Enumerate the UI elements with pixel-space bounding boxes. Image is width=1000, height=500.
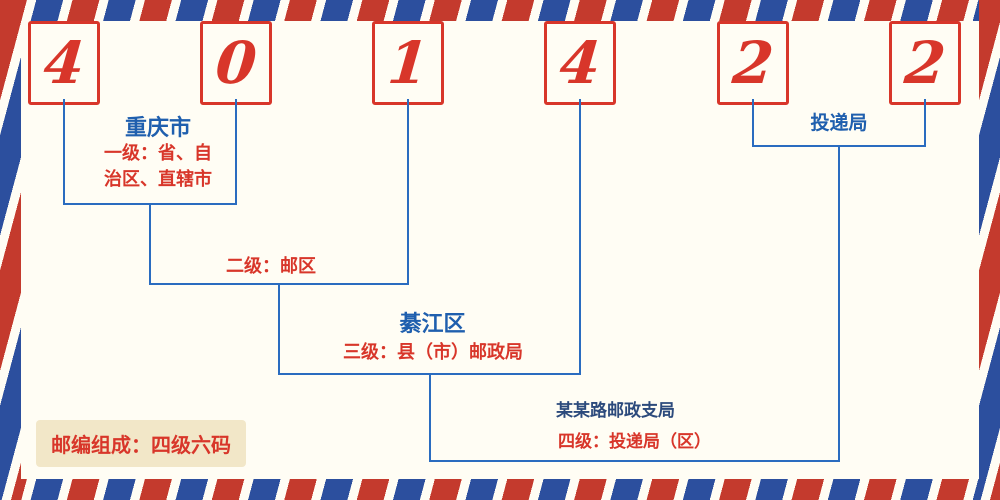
connector-line-level3-stem [429,375,431,462]
connector-line-level4 [429,460,840,462]
connector-line-digit4-down [579,99,581,375]
composition-note: 邮编组成：四级六码 [36,420,246,467]
postal-digit-box-1: 4 [28,21,100,105]
postal-digit-6: 2 [901,29,949,97]
level4-branch-label: 某某路邮政支局 [556,401,675,421]
postal-digit-box-6: 2 [889,21,961,105]
connector-line-digit2-down [235,99,237,205]
postal-digit-4: 4 [556,29,604,97]
level3-district-label: 綦江区 [399,312,466,337]
level4-desc: 四级：投递局（区） [558,432,711,452]
connector-line-digit6-down [924,99,926,147]
connector-line-digit1-down [63,99,65,205]
airmail-border-top [0,0,1000,21]
level1-desc: 一级：省、自 治区、直辖市 [68,141,248,193]
postal-digit-box-3: 1 [372,21,444,105]
level1-desc-line1: 一级：省、自 [104,143,212,164]
connector-line-level1-bottom [63,203,237,205]
postal-digit-box-4: 4 [544,21,616,105]
connector-line-level2 [149,283,409,285]
level4-office-label: 投递局 [810,112,868,134]
airmail-border-left [0,0,21,500]
connector-line-level4-stem [838,147,840,462]
postal-digit-3: 1 [384,29,432,97]
level1-desc-line2: 治区、直辖市 [104,169,212,190]
level2-desc: 二级：邮区 [226,256,316,277]
postal-digit-5: 2 [729,29,777,97]
connector-line-digit3-down [407,99,409,285]
postal-digit-box-5: 2 [717,21,789,105]
connector-line-level3 [278,373,581,375]
level1-city-label: 重庆市 [124,116,191,141]
level3-desc: 三级：县（市）邮政局 [343,342,523,363]
connector-line-level2-stem [278,285,280,375]
connector-line-digit5-down [752,99,754,147]
postal-digit-2: 0 [212,29,260,97]
postal-digit-1: 4 [40,29,88,97]
airmail-border-bottom [0,479,1000,500]
connector-line-office-bottom [752,145,926,147]
postal-digit-box-2: 0 [200,21,272,105]
connector-line-level1-stem [149,205,151,285]
airmail-border-right [979,0,1000,500]
